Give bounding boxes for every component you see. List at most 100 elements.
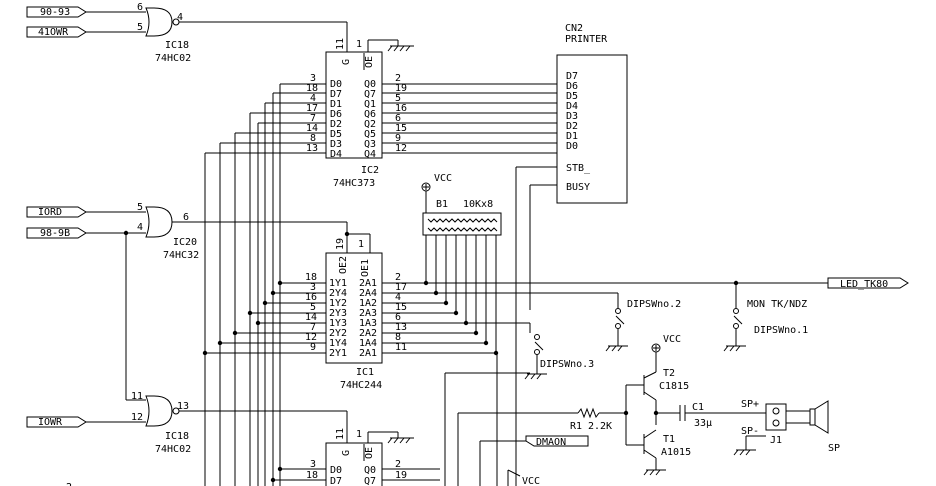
resistor-value: 2.2K bbox=[588, 421, 612, 432]
pin-label: 1Y4 bbox=[329, 338, 347, 349]
pin-label: D3 bbox=[330, 139, 342, 150]
jack-j1: SP+ SP- J1 bbox=[733, 399, 810, 456]
pin-number: 18 bbox=[306, 83, 318, 94]
gate-part: 74HC02 bbox=[155, 444, 191, 455]
ic2-right-labels: Q0 Q7 Q1 Q6 Q2 Q5 Q3 Q4 bbox=[364, 79, 376, 160]
pin-label: Q7 bbox=[364, 89, 376, 100]
pin-number: 19 bbox=[395, 83, 407, 94]
pin-label: 5 bbox=[137, 202, 143, 213]
pin-label: Q7 bbox=[364, 476, 376, 486]
data-bus bbox=[202, 83, 326, 486]
pin-label: 4 bbox=[177, 12, 183, 23]
switch-note: MON TK/NDZ bbox=[747, 299, 807, 310]
pin-number: 15 bbox=[395, 302, 407, 313]
pin-label: 6 bbox=[137, 2, 143, 13]
pin-label: D6 bbox=[330, 109, 342, 120]
port-41owr: 41OWR bbox=[26, 26, 146, 38]
pin-number: 1 bbox=[356, 39, 362, 50]
speaker-icon: SP bbox=[809, 400, 840, 454]
pin-number: 9 bbox=[395, 133, 401, 144]
jack-pin: SP- bbox=[741, 426, 759, 437]
pin-label: OE bbox=[364, 56, 375, 68]
sound-circuit: VCC R1 2.2K T2 C1815 bbox=[570, 334, 840, 476]
pin-label: Q0 bbox=[364, 465, 376, 476]
pin-label: 12 bbox=[131, 412, 143, 423]
pin-label: 2Y2 bbox=[329, 328, 347, 339]
pin-label: OE bbox=[364, 447, 375, 459]
pin-label: D2 bbox=[330, 119, 342, 130]
gate-ic18-top: 6 5 4 IC18 74HC02 bbox=[137, 2, 348, 64]
pin-label: G bbox=[341, 450, 352, 456]
port-label: LED_TK80 bbox=[840, 279, 888, 290]
pin-number: 2 bbox=[395, 459, 401, 470]
pin-label: STB_ bbox=[566, 163, 591, 174]
pin-label: 1A3 bbox=[359, 318, 377, 329]
pin-number: 5 bbox=[395, 93, 401, 104]
pin-label: 1Y2 bbox=[329, 298, 347, 309]
pin-number: 2 bbox=[395, 272, 401, 283]
port-label: IORD bbox=[38, 207, 62, 218]
pin-label: 1Y1 bbox=[329, 278, 347, 289]
capacitor-c1: C1 33μ bbox=[656, 402, 766, 429]
pin-number: 3 bbox=[310, 459, 316, 470]
pin-label: D4 bbox=[566, 101, 578, 112]
edge-pin-label: 2 bbox=[66, 482, 72, 486]
pin-label: OE2 bbox=[338, 256, 349, 274]
transistor-t2: T2 C1815 bbox=[625, 368, 689, 445]
pin-label: 2Y3 bbox=[329, 308, 347, 319]
pin-label: D0 bbox=[566, 141, 578, 152]
network-value: 10Kx8 bbox=[463, 199, 493, 210]
dipsw-3: DIPSWno.3 bbox=[524, 334, 594, 380]
vcc-label: VCC bbox=[522, 476, 540, 486]
pin-number: 7 bbox=[310, 322, 316, 333]
pin-label: D7 bbox=[330, 89, 342, 100]
pin-number: 2 bbox=[395, 73, 401, 84]
pin-label: G bbox=[341, 59, 352, 65]
pin-number: 14 bbox=[306, 123, 318, 134]
pin-label: 6 bbox=[183, 212, 189, 223]
pin-label: 4 bbox=[137, 222, 143, 233]
vcc-label: VCC bbox=[434, 173, 452, 184]
pin-label: 2Y4 bbox=[329, 288, 347, 299]
pin-label: D7 bbox=[330, 476, 342, 486]
ic2-left-pins: 3 18 4 17 7 14 8 13 bbox=[306, 73, 318, 154]
pin-label: 2A1 bbox=[359, 278, 377, 289]
ic1-left-labels: 1Y1 2Y4 1Y2 2Y3 1Y3 2Y2 1Y4 2Y1 bbox=[329, 278, 347, 359]
transistor-part: A1015 bbox=[661, 447, 691, 458]
cn2-printer: CN2 PRINTER D7 D6 D5 D4 D3 D2 D1 D0 STB_… bbox=[515, 23, 628, 486]
pin-label: D2 bbox=[566, 121, 578, 132]
pin-number: 13 bbox=[395, 322, 407, 333]
dipsw-2: DIPSWno.2 bbox=[605, 293, 681, 352]
ic1-right-pins: 2 17 4 15 6 13 8 11 bbox=[395, 272, 407, 353]
capacitor-value: 33μ bbox=[694, 418, 712, 429]
pin-label: D5 bbox=[330, 129, 342, 140]
pin-number: 6 bbox=[395, 113, 401, 124]
pin-number: 4 bbox=[395, 292, 401, 303]
pin-label: 2A2 bbox=[359, 328, 377, 339]
pin-label: Q3 bbox=[364, 139, 376, 150]
pin-label: D5 bbox=[566, 91, 578, 102]
transistor-part: C1815 bbox=[659, 381, 689, 392]
transistor-ref: T2 bbox=[663, 368, 675, 379]
speaker-label: SP bbox=[828, 443, 840, 454]
pin-number: 5 bbox=[310, 302, 316, 313]
switch-label: DIPSWno.2 bbox=[627, 299, 681, 310]
ic1-left-pins: 18 3 16 5 14 7 12 9 bbox=[305, 272, 317, 353]
pin-label: 13 bbox=[177, 401, 189, 412]
connector-name: PRINTER bbox=[565, 34, 608, 45]
pin-number: 15 bbox=[395, 123, 407, 134]
network-ref: B1 bbox=[436, 199, 448, 210]
ground-symbol bbox=[387, 45, 414, 52]
ic1-right-wires bbox=[382, 280, 828, 356]
gate-ref: IC18 bbox=[165, 40, 189, 51]
pin-number: 11 bbox=[395, 342, 407, 353]
pin-label: Q5 bbox=[364, 129, 376, 140]
port-label: 41OWR bbox=[38, 27, 69, 38]
dipsw-1: MON TK/NDZ DIPSWno.1 bbox=[723, 283, 808, 352]
pin-number: 13 bbox=[306, 143, 318, 154]
pin-number: 11 bbox=[335, 38, 346, 50]
pin-label: Q1 bbox=[364, 99, 376, 110]
connector-ref: CN2 bbox=[565, 23, 583, 34]
pin-label: 2A1 bbox=[359, 348, 377, 359]
